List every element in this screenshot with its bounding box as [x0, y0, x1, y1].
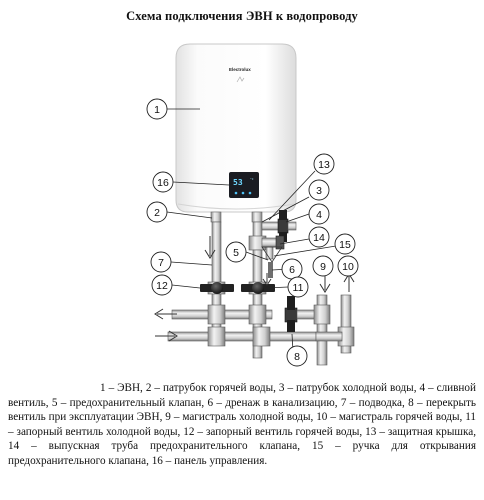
- legend-text: 1 – ЭВН, 2 – патрубок горячей воды, 3 – …: [8, 382, 476, 467]
- bypass-valve: [284, 296, 318, 332]
- callout-14: 14: [308, 226, 330, 248]
- display-value: 53: [233, 178, 243, 187]
- cold-main-riser: [313, 294, 331, 366]
- svg-text:1: 1: [154, 104, 160, 116]
- svg-text:8: 8: [294, 351, 300, 363]
- arrow-up-icon: [343, 273, 355, 292]
- callout-10: 10: [337, 255, 359, 277]
- svg-text:13: 13: [318, 159, 330, 171]
- arrow-down-icon: [262, 273, 272, 286]
- svg-text:12: 12: [156, 280, 168, 292]
- svg-text:2: 2: [154, 207, 160, 219]
- button-icon: [234, 191, 238, 195]
- svg-text:9: 9: [320, 261, 326, 273]
- safety-valve: [261, 235, 285, 278]
- arrow-down-icon: [204, 236, 216, 259]
- svg-text:7: 7: [158, 257, 164, 269]
- hot-water-outlet: [210, 211, 222, 223]
- display-unit: °C: [250, 177, 254, 181]
- valve-handle-12: [200, 282, 234, 294]
- callout-15: 15: [334, 233, 356, 255]
- svg-text:3: 3: [316, 185, 322, 197]
- callout-1: 1: [146, 98, 168, 120]
- callout-7: 7: [150, 251, 172, 273]
- callout-4: 4: [308, 203, 330, 225]
- svg-text:16: 16: [157, 177, 169, 189]
- brand-logo: Electrolux: [229, 67, 251, 72]
- button-icon: [248, 191, 252, 195]
- callout-9: 9: [312, 255, 334, 277]
- drain-funnel-icon: [261, 246, 283, 263]
- cold-water-inlet: [251, 211, 263, 223]
- control-panel: 53 °C: [229, 172, 259, 198]
- water-heater: Electrolux: [175, 43, 297, 213]
- callout-8: 8: [286, 345, 308, 367]
- svg-text:14: 14: [313, 232, 325, 244]
- callout-5: 5: [225, 241, 247, 263]
- hot-main-riser: [315, 294, 355, 354]
- svg-text:4: 4: [316, 209, 322, 221]
- page-title: Схема подключения ЭВН к водопроводу: [126, 9, 358, 23]
- button-icon: [241, 191, 245, 195]
- valve-handle-11: [241, 282, 275, 294]
- legend-caption: 1 – ЭВН, 2 – патрубок горячей воды, 3 – …: [8, 381, 476, 469]
- callout-6: 6: [281, 258, 303, 280]
- arrow-right-icon: [155, 330, 178, 342]
- emblem-icon: [236, 76, 245, 83]
- svg-text:11: 11: [293, 282, 304, 294]
- arrow-left-icon: [154, 308, 177, 320]
- callout-16: 16: [152, 171, 174, 193]
- svg-text:10: 10: [342, 261, 354, 273]
- svg-text:5: 5: [233, 247, 239, 259]
- callout-2: 2: [146, 201, 168, 223]
- callout-13: 13: [313, 153, 335, 175]
- callout-11: 11: [287, 276, 309, 298]
- callout-12: 12: [151, 274, 173, 296]
- connection-diagram: Electrolux 53 °C: [146, 43, 359, 367]
- callouts: 1 16 2 13 3 4 14 15 5 7 6 9 10 12 11 8: [146, 98, 359, 367]
- callout-3: 3: [308, 179, 330, 201]
- svg-text:6: 6: [289, 264, 295, 276]
- svg-text:15: 15: [339, 239, 351, 251]
- leader-lines: [166, 108, 337, 352]
